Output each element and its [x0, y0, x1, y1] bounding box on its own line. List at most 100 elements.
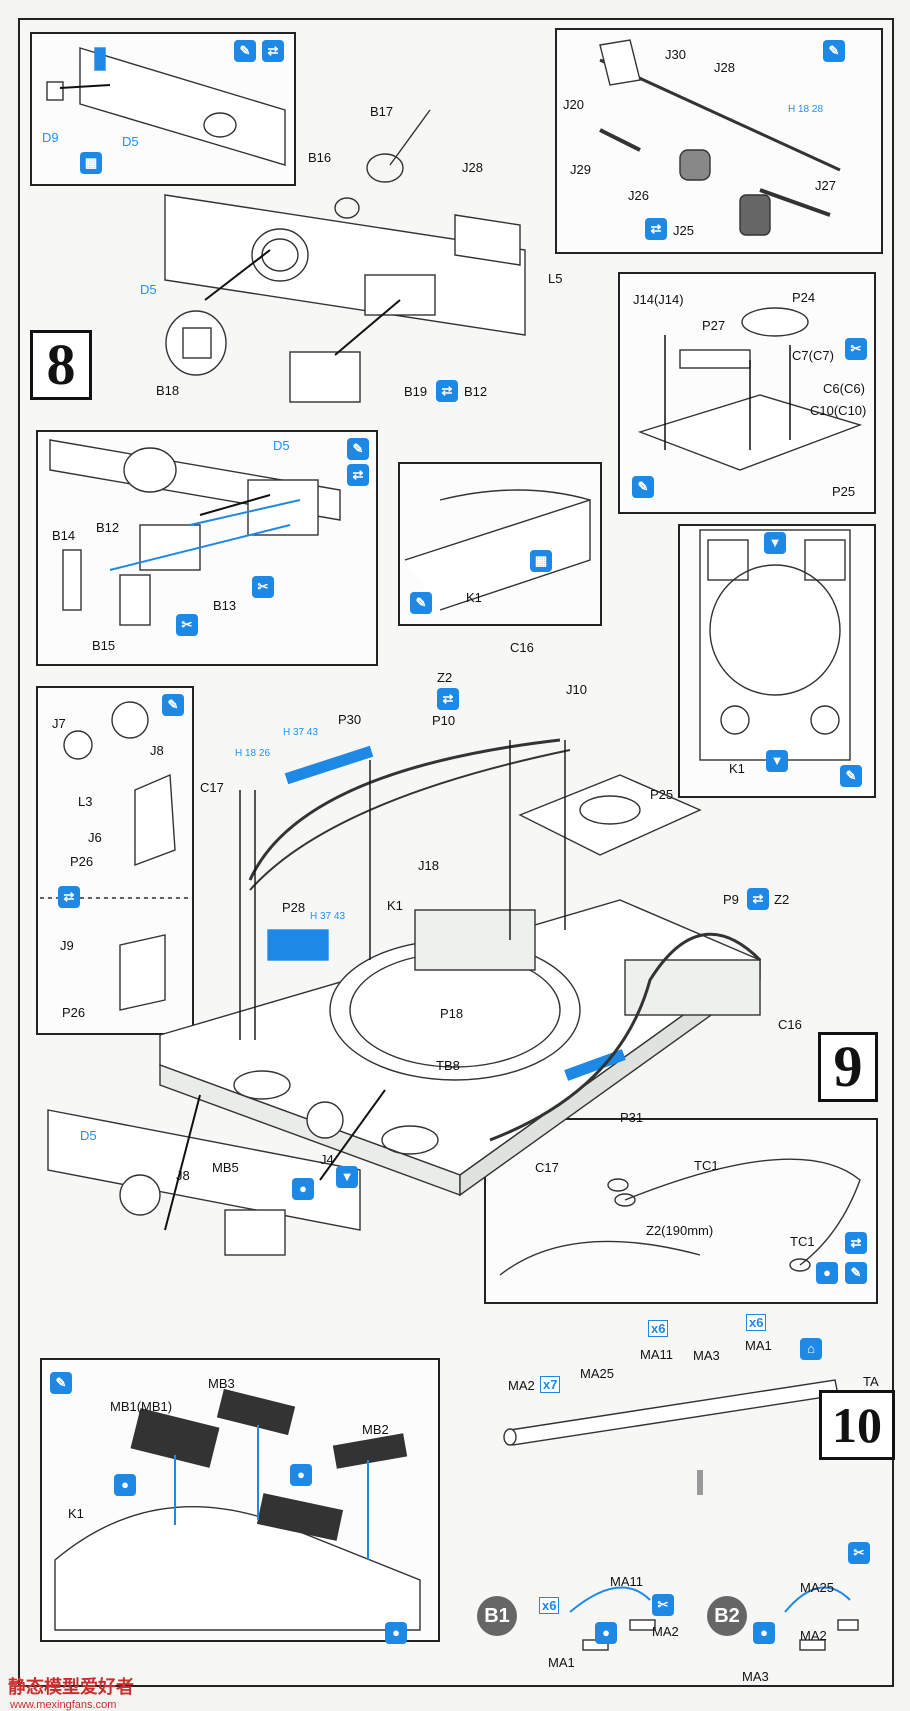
label-C16: C16	[510, 640, 534, 655]
label-D9: D9	[42, 130, 59, 145]
label-MB2: MB2	[362, 1422, 389, 1437]
label-P27: P27	[702, 318, 726, 333]
label-MA3: MA3	[693, 1348, 720, 1363]
flip-icon: ⌂	[800, 1338, 822, 1360]
label-TC1: TC1	[790, 1234, 815, 1249]
step-number-10: 10	[819, 1390, 895, 1460]
cut-icon: ✂	[176, 614, 198, 636]
label-C10: C10(C10)	[810, 403, 867, 418]
label-MA1: MA1	[745, 1338, 772, 1353]
glue-icon: ✎	[410, 592, 432, 614]
flip-icon: ⇄	[747, 888, 769, 910]
label-P10: P10	[432, 713, 456, 728]
label-J8: J8	[176, 1168, 190, 1183]
paint-icon: ▦	[530, 550, 552, 572]
cut-icon: ✂	[252, 576, 274, 598]
label-B17: B17	[370, 104, 394, 119]
flip-icon: ⇄	[845, 1232, 867, 1254]
label-J29: J29	[570, 162, 591, 177]
label-D5: D5	[140, 282, 157, 297]
label-MA25: MA25	[580, 1366, 614, 1381]
label-B19: B19	[404, 384, 428, 399]
label-D5: D5	[122, 134, 139, 149]
label-P26: P26	[62, 1005, 86, 1020]
label-K1: K1	[466, 590, 482, 605]
glue-icon: ✎	[823, 40, 845, 62]
glue-icon: ✎	[162, 694, 184, 716]
watermark-url: www.mexingfans.com	[10, 1699, 117, 1711]
label-P30: P30	[338, 712, 362, 727]
cut-icon: ✂	[848, 1542, 870, 1564]
label-J30: J30	[665, 47, 686, 62]
label-J20: J20	[563, 97, 584, 112]
drill-icon: ▼	[766, 750, 788, 772]
label-J27: J27	[815, 178, 836, 193]
label-Z2: Z2	[437, 670, 453, 685]
label-P28: P28	[282, 900, 306, 915]
label-TB8: TB8	[436, 1058, 460, 1073]
label-K1: K1	[387, 898, 403, 913]
label-MB3: MB3	[208, 1376, 235, 1391]
label-B18: B18	[156, 383, 180, 398]
label-MA25: MA25	[800, 1580, 834, 1595]
paint-icon: ▦	[80, 152, 102, 174]
drill-icon: ▼	[336, 1166, 358, 1188]
sub-assembly-badge-b2: B2	[707, 1596, 747, 1636]
watermark-text: 静态模型爱好者	[8, 1677, 134, 1697]
quantity-tag: x7	[540, 1376, 561, 1393]
label-P31: P31	[620, 1110, 644, 1125]
label-C6: C6(C6)	[823, 381, 865, 396]
label-MA1: MA1	[548, 1655, 575, 1670]
label-B15: B15	[92, 638, 116, 653]
label-J18: J18	[418, 858, 439, 873]
label-P9: P9	[723, 892, 739, 907]
label-J9: J9	[60, 938, 74, 953]
label-P25: P25	[650, 787, 674, 802]
drill-icon: ▼	[764, 532, 786, 554]
label-C7: C7(C7)	[792, 348, 834, 363]
label-MA2: MA2	[652, 1624, 679, 1639]
label-L5: L5	[548, 271, 563, 286]
quantity-tag: x6	[746, 1314, 767, 1331]
label-D5: D5	[80, 1128, 97, 1143]
label-J8: J8	[150, 743, 164, 758]
glue-icon: ✎	[840, 765, 862, 787]
flip-icon: ⇄	[645, 218, 667, 240]
label-J6: J6	[88, 830, 102, 845]
label-B12: B12	[464, 384, 488, 399]
paint-icon: ●	[816, 1262, 838, 1284]
label-J7: J7	[52, 716, 66, 731]
flip-icon: ⇄	[347, 464, 369, 486]
label-MA11: MA11	[610, 1574, 643, 1589]
label-D5: D5	[273, 438, 290, 453]
label-J4: J4	[320, 1152, 334, 1167]
label-P24: P24	[792, 290, 816, 305]
flip-icon: ⇄	[58, 886, 80, 908]
cut-icon: ✂	[652, 1594, 674, 1616]
paint-icon: ●	[753, 1622, 775, 1644]
paint-icon: ●	[292, 1178, 314, 1200]
label-K1: K1	[68, 1506, 84, 1521]
label-Z2: Z2	[774, 892, 790, 907]
step-number-9: 9	[818, 1032, 878, 1102]
label-J25: J25	[673, 223, 694, 238]
label-B13: B13	[213, 598, 237, 613]
label-P26: P26	[70, 854, 94, 869]
step-number-8: 8	[30, 330, 92, 400]
label-J28: J28	[462, 160, 483, 175]
glue-icon: ✎	[347, 438, 369, 460]
label-MB1: MB1(MB1)	[110, 1399, 173, 1414]
cut-icon: ✂	[845, 338, 867, 360]
paint-icon: ●	[290, 1464, 312, 1486]
paint-code-label: H 37 43	[283, 727, 319, 738]
label-MB5: MB5	[212, 1160, 239, 1175]
sub-assembly-badge-b1: B1	[477, 1596, 517, 1636]
glue-icon: ✎	[234, 40, 256, 62]
label-J14: J14(J14)	[633, 292, 684, 307]
flip-icon: ⇄	[437, 688, 459, 710]
label-MA3: MA3	[742, 1669, 769, 1684]
panel-p25-detail	[618, 272, 876, 514]
label-MA11: MA11	[640, 1347, 673, 1362]
quantity-tag: x6	[648, 1320, 669, 1337]
